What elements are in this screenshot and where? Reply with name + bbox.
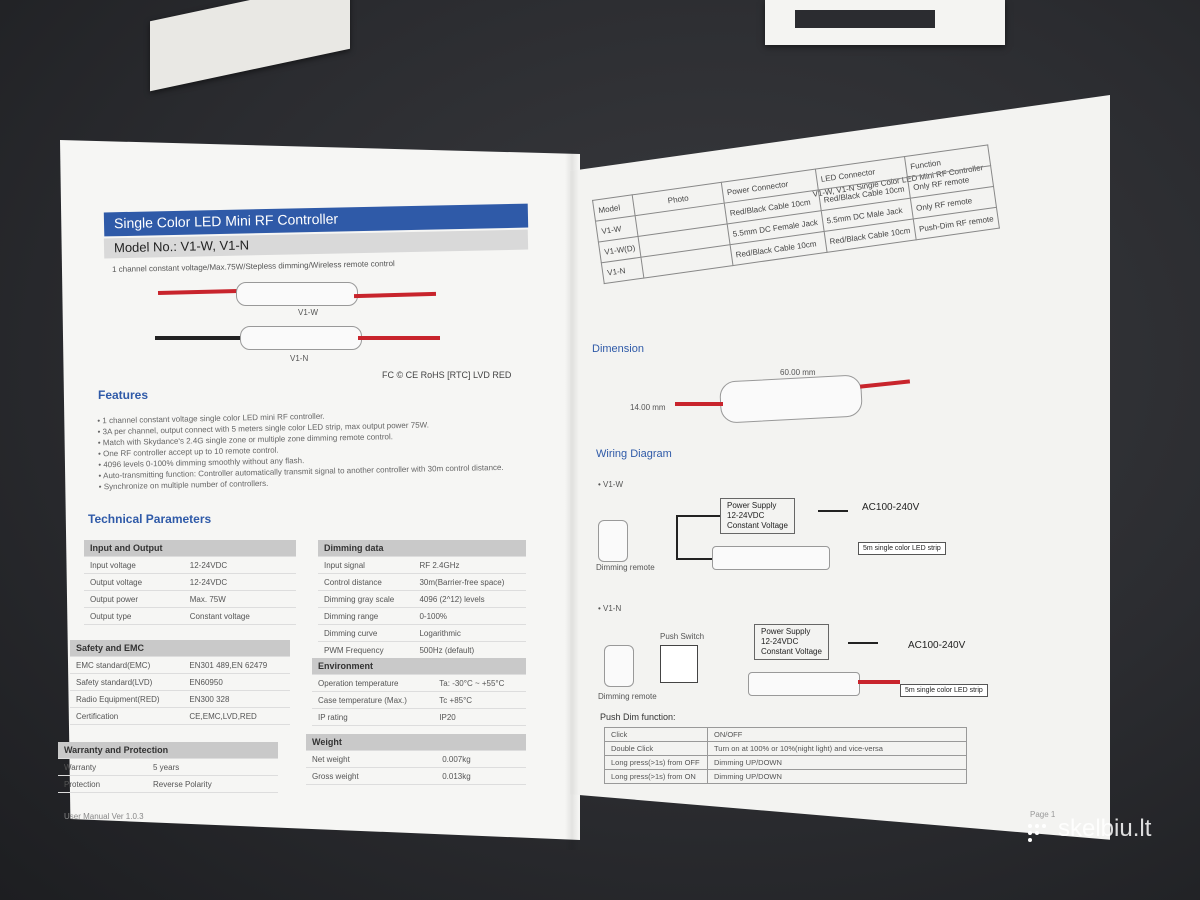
- ac-voltage-label: AC100-240V: [862, 502, 920, 513]
- remote-label: Dimming remote: [596, 563, 655, 572]
- certification-marks: FC © CE RoHS [RTC] LVD RED: [382, 370, 512, 380]
- dimension-heading: Dimension: [592, 343, 644, 355]
- dc-wire: [676, 515, 678, 560]
- page-title: Single Color LED Mini RF Controller: [113, 210, 339, 232]
- dc-wire: [676, 558, 712, 560]
- remote-label: Dimming remote: [598, 692, 657, 701]
- table-row: Case temperature (Max.)Tc +85°C: [312, 691, 526, 709]
- table-heading: Input and Output: [84, 540, 296, 557]
- push-dim-heading: Push Dim function:: [600, 712, 676, 722]
- table-heading: Dimming data: [318, 540, 526, 557]
- v1w-device: [236, 282, 358, 306]
- v1w-diagram-label: • V1-W: [598, 480, 624, 489]
- wiring-heading: Wiring Diagram: [596, 448, 672, 460]
- v1n-diagram-label: • V1-N: [598, 604, 622, 613]
- dimension-length: 60.00 mm: [780, 368, 816, 377]
- frame-corner: [765, 0, 1005, 45]
- table-heading: Safety and EMC: [70, 640, 290, 657]
- watermark-text: skelbiu.lt: [1058, 815, 1152, 842]
- table-row: EMC standard(EMC)EN301 489,EN 62479: [70, 656, 290, 674]
- dimension-device: [718, 374, 864, 424]
- v1n-input-cable: [155, 336, 240, 340]
- remote-control-icon: [598, 520, 628, 562]
- remote-control-icon: [604, 645, 634, 687]
- table-heading: Environment: [312, 658, 526, 675]
- controller-device: [712, 546, 830, 570]
- led-strip-label: 5m single color LED strip: [900, 684, 988, 697]
- v1n-output-cable: [358, 336, 440, 340]
- model-number: Model No.: V1-W, V1-N: [113, 237, 250, 256]
- dc-wire: [676, 515, 720, 517]
- page-number: Page 1: [1030, 810, 1056, 819]
- v1n-device-label: V1-N: [290, 354, 309, 363]
- table-heading: Warranty and Protection: [58, 742, 278, 759]
- manual-footer: User Manual Ver 1.0.3: [64, 812, 144, 821]
- dimension-cable-left: [675, 402, 723, 406]
- tech-heading: Technical Parameters: [88, 512, 212, 526]
- led-strip-label: 5m single color LED strip: [858, 542, 946, 555]
- led-output-cable: [858, 680, 900, 684]
- table-row: Safety standard(LVD)EN60950: [70, 673, 290, 691]
- v1w-device-label: V1-W: [298, 308, 318, 317]
- controller-device: [748, 672, 860, 696]
- ac-voltage-label: AC100-240V: [908, 640, 966, 651]
- dimension-height: 14.00 mm: [630, 403, 666, 412]
- features-heading: Features: [98, 388, 149, 402]
- safety-table: Safety and EMC EMC standard(EMC)EN301 48…: [70, 640, 290, 725]
- v1n-device: [240, 326, 362, 350]
- features-list: • 1 channel constant voltage single colo…: [97, 406, 519, 494]
- table-row: Radio Equipment(RED)EN300 328: [70, 690, 290, 708]
- push-switch-icon: [660, 645, 698, 683]
- watermark-logo-icon: [1028, 824, 1046, 842]
- ac-wire: [818, 510, 848, 512]
- push-switch-label: Push Switch: [660, 632, 705, 641]
- ac-wire: [848, 642, 878, 644]
- table-heading: Weight: [306, 734, 526, 751]
